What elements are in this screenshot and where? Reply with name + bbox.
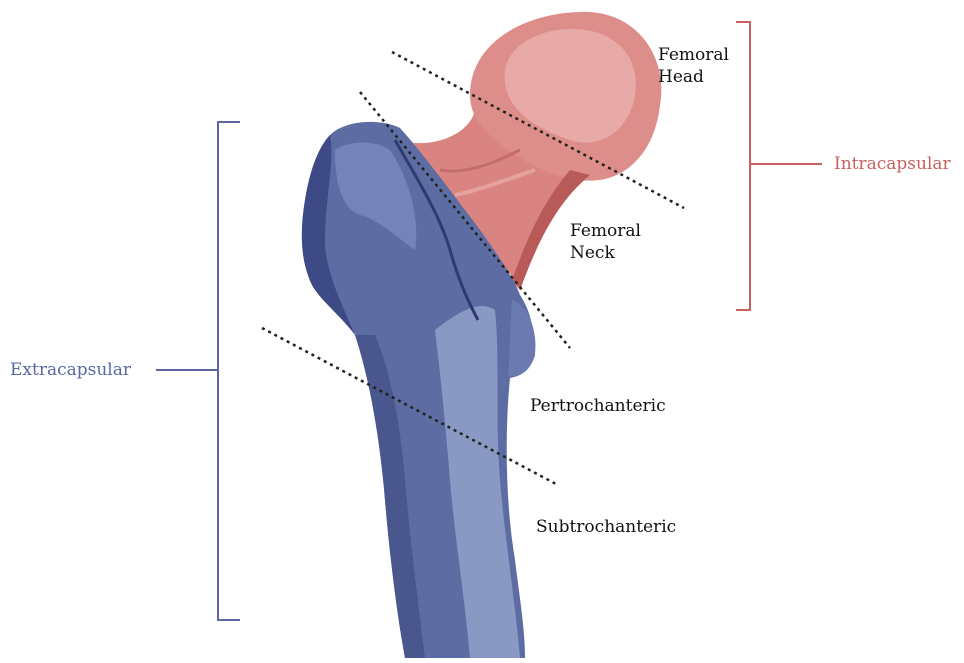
femoral-head-label-line-2: Head [658,66,729,88]
femoral-neck-label-line-1: Femoral [570,220,641,242]
intracapsular-bracket [736,22,822,310]
femoral-neck-label-line-2: Neck [570,242,641,264]
femoral-neck-label: Femoral Neck [570,220,641,264]
femoral-head-label-line-1: Femoral [658,44,729,66]
intracapsular-label: Intracapsular [834,153,951,175]
extracapsular-bracket [156,122,240,620]
femoral-head-label: Femoral Head [658,44,729,88]
subtrochanteric-label: Subtrochanteric [536,516,676,538]
pertrochanteric-label: Pertrochanteric [530,395,666,417]
lesser-trochanter-shape [508,300,536,376]
extracapsular-label: Extracapsular [10,359,131,381]
